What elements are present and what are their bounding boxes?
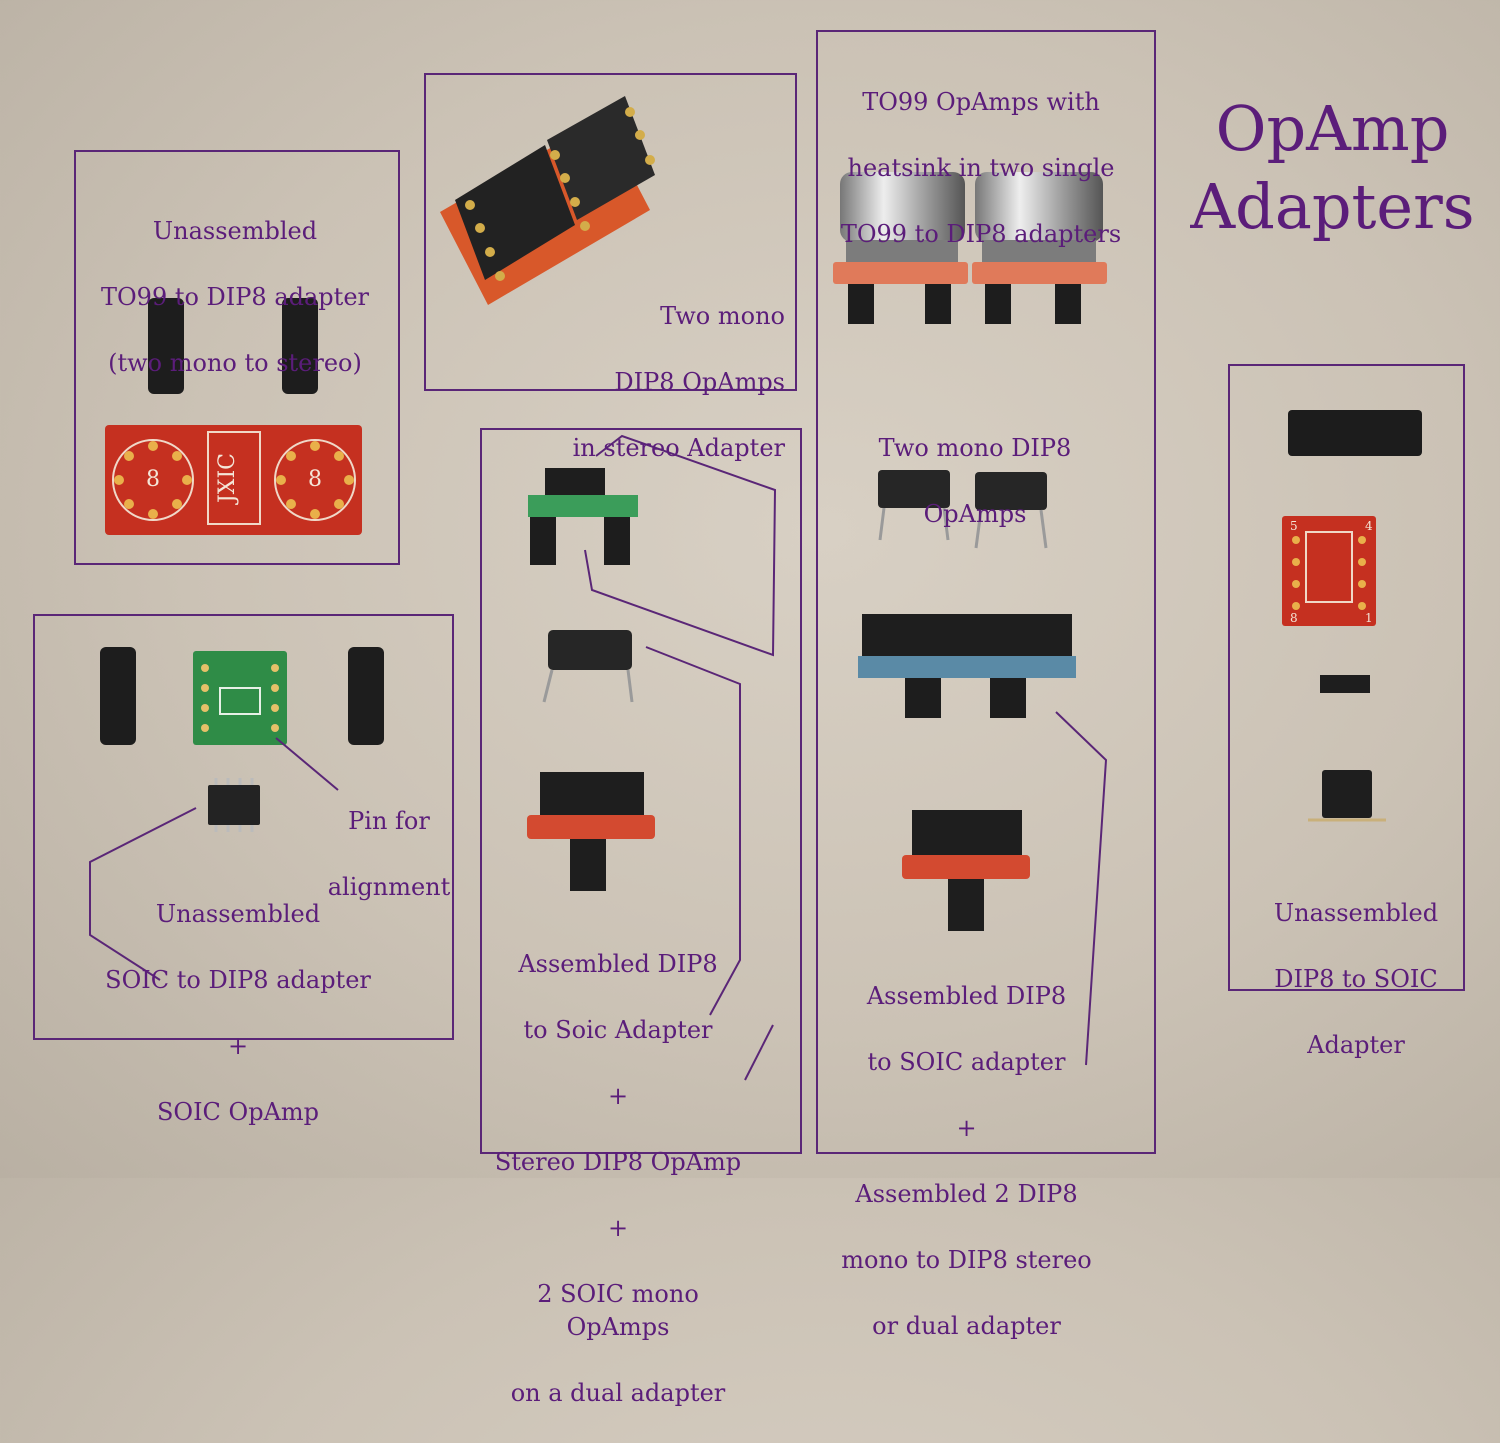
component-illustrations: JXIC 8 8 5 4 8 1 bbox=[60, 96, 1422, 1081]
caption-line: DIP8 to SOIC bbox=[1274, 965, 1438, 993]
caption-line: Unassembled bbox=[1273, 899, 1439, 927]
caption-line: on a dual adapter bbox=[510, 1379, 726, 1407]
page-title: OpAmp Adapters bbox=[1190, 90, 1475, 246]
caption-line: Pin for bbox=[348, 807, 430, 835]
box-to99-unassembled bbox=[74, 150, 400, 565]
to99-heatsink-left bbox=[833, 172, 968, 375]
soic-socket bbox=[1308, 770, 1386, 822]
pcb-label-jxic: JXIC bbox=[215, 453, 240, 505]
caption-line: SOIC OpAmp bbox=[156, 1098, 320, 1126]
page-title-line1: OpAmp bbox=[1215, 92, 1450, 165]
caption-line: + bbox=[956, 1114, 977, 1142]
dip8-soic-assembled-left bbox=[527, 772, 655, 891]
caption-two-mono-dip8: Two mono DIP8 OpAmps bbox=[845, 399, 1105, 564]
page-title-line2: Adapters bbox=[1190, 170, 1475, 243]
pin-header-right bbox=[250, 298, 358, 394]
stereo-adapter-photo bbox=[440, 96, 655, 305]
caption-line: + bbox=[607, 1082, 629, 1110]
caption-soic-unassembled: Unassembled SOIC to DIP8 adapter + SOIC … bbox=[98, 865, 378, 1162]
caption-line: mono to DIP8 stereo bbox=[841, 1246, 1092, 1274]
caption-line: Assembled 2 DIP8 bbox=[855, 1180, 1078, 1208]
caption-line: Adapter bbox=[1307, 1031, 1405, 1059]
to99-heatsink-right bbox=[972, 172, 1107, 378]
caption-to99-heatsink: TO99 OpAmps with heatsink in two single … bbox=[826, 53, 1136, 284]
stereo-dip8-chip bbox=[542, 630, 634, 703]
box-assembled-right bbox=[816, 30, 1156, 1154]
soic-pin-header-left bbox=[60, 647, 168, 745]
caption-assembled-left: Assembled DIP8 to Soic Adapter + Stereo … bbox=[482, 915, 754, 1443]
caption-line: Assembled DIP8 bbox=[518, 950, 718, 978]
dual-adapter-assembled bbox=[858, 614, 1076, 768]
pcb-label-5: 5 bbox=[1290, 519, 1298, 533]
caption-line: or dual adapter bbox=[872, 1312, 1061, 1340]
caption-pin-alignment: Pin for alignment bbox=[325, 772, 453, 937]
caption-line: SOIC to DIP8 adapter bbox=[105, 966, 371, 994]
caption-line: Two mono bbox=[660, 302, 785, 330]
green-soic-adapter-assembled bbox=[528, 468, 638, 595]
pcb-label-1: 1 bbox=[1365, 611, 1373, 625]
caption-to99-unassembled: Unassembled TO99 to DIP8 adapter (two mo… bbox=[80, 182, 390, 413]
pcb-label-pin8-left: 8 bbox=[146, 467, 160, 492]
soic-opamp-chip bbox=[208, 778, 260, 832]
caption-line: 2 SOIC mono OpAmps bbox=[537, 1280, 699, 1341]
caption-line: Unassembled bbox=[152, 217, 318, 245]
caption-assembled-right: Assembled DIP8 to SOIC adapter + Assembl… bbox=[834, 947, 1099, 1376]
two-mono-dip8-chips bbox=[878, 470, 1048, 549]
caption-line: Stereo DIP8 OpAmp bbox=[494, 1148, 742, 1176]
soic-pin-header-right bbox=[318, 647, 426, 745]
dip8-to-soic-pcb bbox=[1282, 516, 1376, 626]
dip8-soic-assembled-right bbox=[902, 810, 1030, 931]
caption-line: Unassembled bbox=[155, 900, 321, 928]
caption-line: Assembled DIP8 bbox=[866, 982, 1067, 1010]
small-pin-header bbox=[1320, 660, 1370, 722]
caption-line: OpAmps bbox=[923, 500, 1027, 528]
caption-line: to Soic Adapter bbox=[523, 1016, 713, 1044]
pcb-label-4: 4 bbox=[1365, 519, 1373, 533]
to99-pcb bbox=[105, 425, 362, 535]
caption-line: Two mono DIP8 bbox=[878, 434, 1072, 462]
pcb-label-8: 8 bbox=[1290, 611, 1298, 625]
caption-line: + bbox=[227, 1032, 249, 1060]
caption-line: to SOIC adapter bbox=[867, 1048, 1066, 1076]
dip8-to-soic-header bbox=[1288, 410, 1422, 490]
caption-line: TO99 to DIP8 adapter bbox=[100, 283, 369, 311]
caption-line: (two mono to stereo) bbox=[108, 349, 362, 377]
caption-line: DIP8 OpAmps bbox=[614, 368, 785, 396]
pointer-lines bbox=[89, 434, 1108, 1081]
caption-line: heatsink in two single bbox=[847, 154, 1115, 182]
caption-line: TO99 OpAmps with bbox=[862, 88, 1100, 116]
box-two-mono-stereo bbox=[424, 73, 797, 391]
pcb-label-pin8-right: 8 bbox=[308, 467, 322, 492]
soic-pcb bbox=[193, 651, 287, 745]
box-assembled-left bbox=[480, 428, 802, 1154]
caption-line: in stereo Adapter bbox=[572, 434, 785, 462]
box-soic-unassembled bbox=[33, 614, 454, 1040]
box-dip8-to-soic bbox=[1228, 364, 1465, 991]
caption-dip8-to-soic: Unassembled DIP8 to SOIC Adapter bbox=[1240, 864, 1472, 1095]
caption-line: TO99 to DIP8 adapters bbox=[840, 220, 1122, 248]
caption-line: alignment bbox=[327, 873, 451, 901]
caption-line: + bbox=[607, 1214, 629, 1242]
pin-header-left bbox=[120, 298, 232, 394]
caption-two-mono-stereo: Two mono DIP8 OpAmps in stereo Adapter bbox=[560, 267, 785, 498]
